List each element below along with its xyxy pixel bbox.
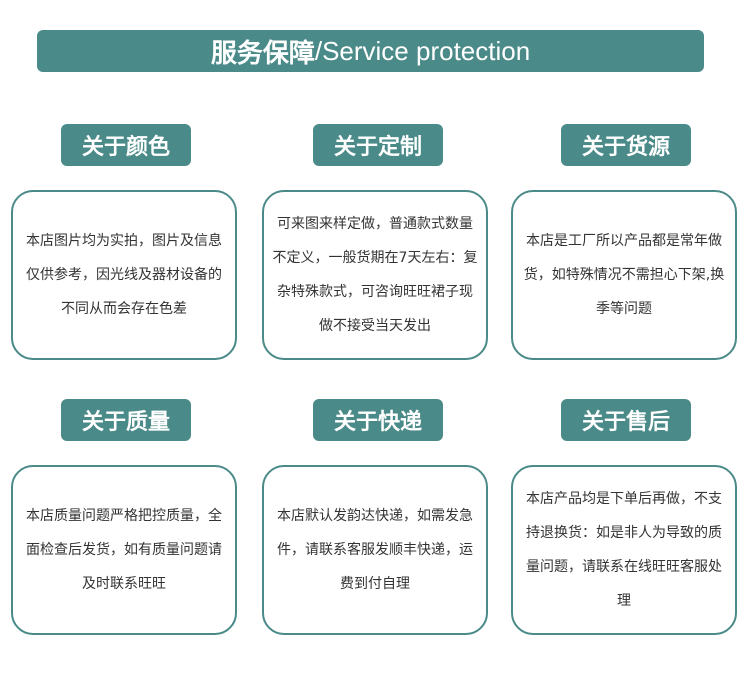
section-label-source: 关于货源 <box>561 124 691 166</box>
section-card-source: 本店是工厂所以产品都是常年做货，如特殊情况不需担心下架,换季等问题 <box>511 190 737 360</box>
section-text-color: 本店图片均为实拍，图片及信息仅供参考，因光线及器材设备的不同从而会存在色差 <box>26 233 222 317</box>
section-card-express: 本店默认发韵达快递，如需发急件，请联系客服发顺丰快递，运费到付自理 <box>262 465 488 635</box>
section-text-source: 本店是工厂所以产品都是常年做货，如特殊情况不需担心下架,换季等问题 <box>523 233 725 317</box>
banner-title-en: /Service protection <box>314 35 531 66</box>
service-banner: 服务保障/Service protection <box>37 30 704 72</box>
section-card-quality: 本店质量问题严格把控质量，全面检查后发货，如有质量问题请及时联系旺旺 <box>11 465 237 635</box>
section-text-express: 本店默认发韵达快递，如需发急件，请联系客服发顺丰快递，运费到付自理 <box>277 508 473 592</box>
section-label-quality: 关于质量 <box>61 399 191 441</box>
section-text-aftersales: 本店产品均是下单后再做，不支持退换货：如是非人为导致的质量问题，请联系在线旺旺客… <box>526 491 722 609</box>
section-label-express: 关于快递 <box>313 399 443 441</box>
section-label-color: 关于颜色 <box>61 124 191 166</box>
section-text-custom: 可来图来样定做，普通款式数量不定义，一般货期在7天左右：复杂特殊款式，可咨询旺旺… <box>272 216 478 334</box>
section-label-aftersales: 关于售后 <box>561 399 691 441</box>
banner-title-cn: 服务保障 <box>210 38 315 69</box>
section-text-quality: 本店质量问题严格把控质量，全面检查后发货，如有质量问题请及时联系旺旺 <box>26 508 222 592</box>
section-card-aftersales: 本店产品均是下单后再做，不支持退换货：如是非人为导致的质量问题，请联系在线旺旺客… <box>511 465 737 635</box>
section-card-custom: 可来图来样定做，普通款式数量不定义，一般货期在7天左右：复杂特殊款式，可咨询旺旺… <box>262 190 488 360</box>
section-label-custom: 关于定制 <box>313 124 443 166</box>
section-card-color: 本店图片均为实拍，图片及信息仅供参考，因光线及器材设备的不同从而会存在色差 <box>11 190 237 360</box>
